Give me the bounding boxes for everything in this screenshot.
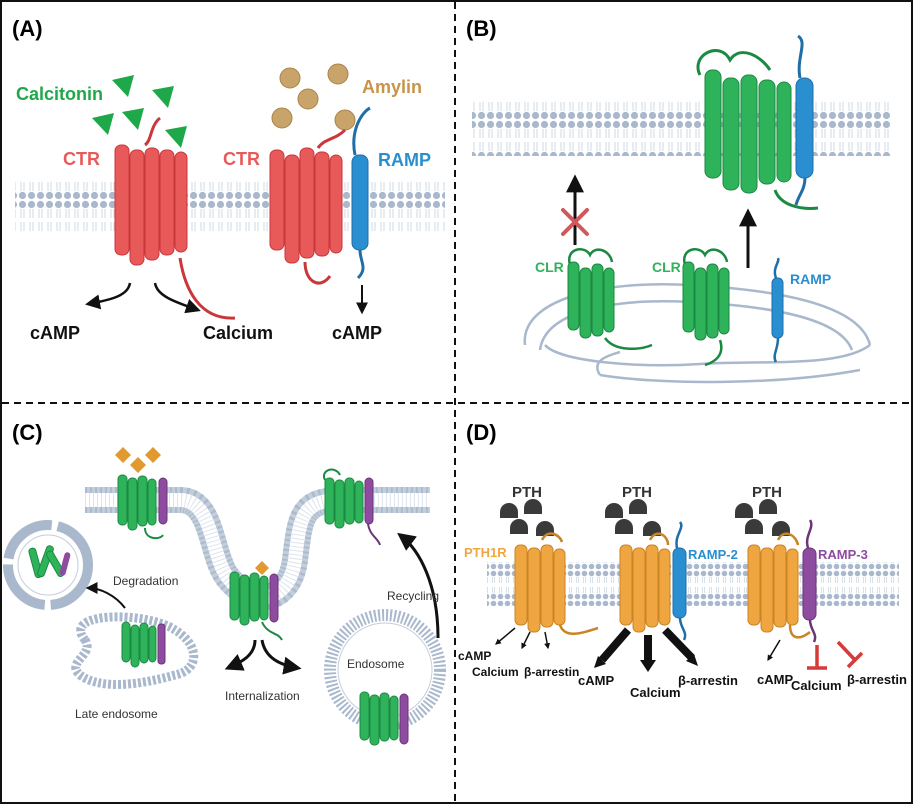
panel-a: (A) Calcitonin CTR <box>12 16 445 343</box>
g1-calcium: Calcium <box>472 665 519 679</box>
g2-arrow-arrestin <box>662 627 695 661</box>
g3-camp: cAMP <box>757 672 793 687</box>
arrow-recycling <box>397 532 440 639</box>
receptor-late-endosome <box>121 621 166 668</box>
degradation-label: Degradation <box>113 574 178 588</box>
g3-arrow-camp <box>767 639 781 662</box>
clr-mid-label: CLR <box>652 259 681 275</box>
panel-c-letter: (C) <box>12 420 43 445</box>
pth-ligands-2 <box>605 499 661 536</box>
g3-calcium: Calcium <box>791 678 842 693</box>
pth-ligands-3 <box>735 499 790 536</box>
pth-label-1: PTH <box>512 484 542 501</box>
g1-arrestin: β-arrestin <box>524 665 579 679</box>
ramp-b-membrane <box>794 34 814 206</box>
g1-arrow-calcium <box>521 631 531 650</box>
receptor-surface-right <box>323 468 381 546</box>
arrow-degradation <box>85 582 126 609</box>
amylin-ligands <box>271 63 356 131</box>
arrow-calcium <box>153 282 201 314</box>
endosome-label: Endosome <box>347 657 405 671</box>
g1-camp: cAMP <box>458 649 491 663</box>
ctr-receptor-right <box>269 128 347 285</box>
out-calcium: Calcium <box>203 323 273 343</box>
clr-receptor-membrane <box>696 49 819 210</box>
pth1r-label: PTH1R <box>464 545 507 560</box>
g2-camp: cAMP <box>578 673 614 688</box>
arrow-internalization-left <box>224 639 257 671</box>
ramp-b-er <box>771 257 784 363</box>
clr-receptor-left <box>567 248 653 350</box>
panel-c-ligands <box>115 447 269 575</box>
receptor-internalizing <box>229 571 283 641</box>
g1-arrow-arrestin <box>544 631 551 650</box>
panel-d: (D) PTH PTH1R cAMP Calcium β-arrestin <box>458 420 907 700</box>
ramp2-label: RAMP-2 <box>688 547 738 562</box>
ctr-right-label: CTR <box>223 149 260 169</box>
pth-label-3: PTH <box>752 484 782 501</box>
internalization-label: Internalization <box>225 689 300 703</box>
panel-c: (C) <box>3 420 446 746</box>
late-endosome-label: Late endosome <box>75 707 158 721</box>
pth1r-receptor-2 <box>619 532 671 633</box>
g2-calcium: Calcium <box>630 685 681 700</box>
panel-a-letter: (A) <box>12 16 43 41</box>
panel-b: (B) <box>466 16 892 384</box>
ramp-a-label: RAMP <box>378 150 431 170</box>
clr-receptor-middle <box>682 248 730 367</box>
g3-inhibit-calcium <box>807 645 827 670</box>
ctr-receptor-left <box>114 116 236 320</box>
pth1r-receptor-1 <box>514 532 599 635</box>
pth-label-2: PTH <box>622 484 652 501</box>
panel-b-letter: (B) <box>466 16 497 41</box>
arrow-camp-left <box>85 282 132 310</box>
out-camp-left: cAMP <box>30 323 80 343</box>
ramp-b-label: RAMP <box>790 271 831 287</box>
clr-left-label: CLR <box>535 259 564 275</box>
block-cross <box>561 208 589 236</box>
ctr-left-label: CTR <box>63 149 100 169</box>
receptor-surface-left <box>117 474 168 540</box>
recycling-label: Recycling <box>387 589 439 603</box>
g3-arrestin: β-arrestin <box>847 672 907 687</box>
receptor-endosome <box>359 691 409 746</box>
out-camp-right: cAMP <box>332 323 382 343</box>
panel-b-membrane <box>472 100 892 156</box>
ramp-a <box>351 106 371 280</box>
g3-inhibit-arrestin <box>836 640 864 669</box>
panel-a-membrane <box>15 182 445 232</box>
ramp3 <box>802 519 817 643</box>
calcitonin-ligands <box>92 75 187 148</box>
g1-arrow-camp <box>495 627 516 645</box>
amylin-label: Amylin <box>362 77 422 97</box>
ramp2 <box>672 521 687 641</box>
arrow-internalization-right <box>260 639 302 675</box>
ramp3-label: RAMP-3 <box>818 547 868 562</box>
panel-d-letter: (D) <box>466 420 497 445</box>
g2-arrow-camp <box>598 627 632 663</box>
pth-ligands-1 <box>500 499 554 536</box>
pth1r-receptor-3 <box>747 532 811 639</box>
g2-arrestin: β-arrestin <box>678 673 738 688</box>
calcitonin-label: Calcitonin <box>16 84 103 104</box>
lysosome <box>3 520 93 610</box>
